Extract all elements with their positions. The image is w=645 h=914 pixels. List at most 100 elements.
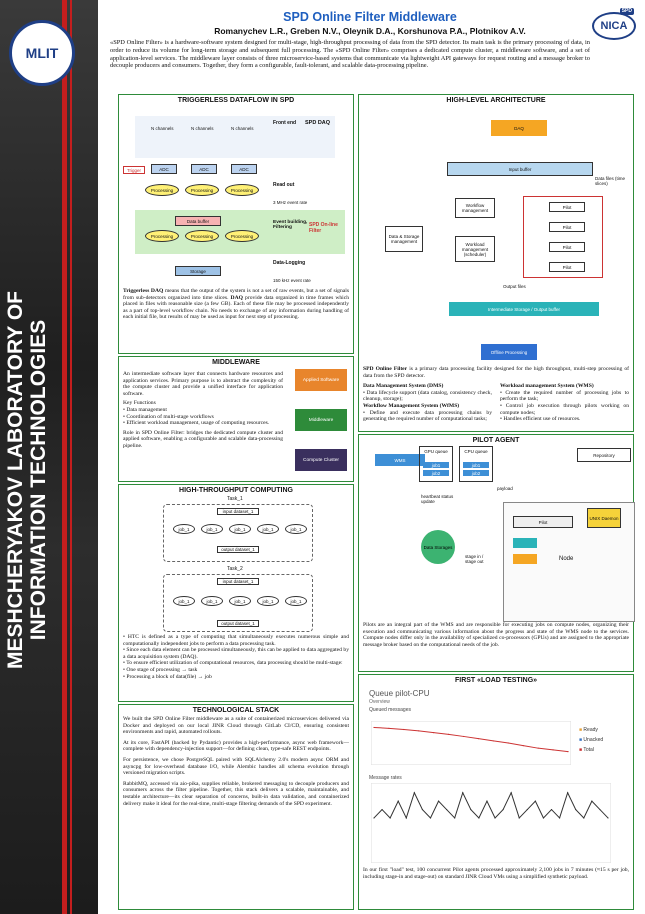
rates-chart (371, 783, 611, 863)
logo-text: MLIT (25, 45, 59, 61)
input-buffer: Input buffer (447, 162, 593, 176)
data-point (518, 817, 520, 819)
chart-bg (371, 783, 611, 863)
data-point (542, 817, 545, 819)
overview-label: Overview (369, 699, 390, 705)
legend-total-text: Total (583, 747, 594, 753)
tl-text-1: means that the output of the system is n… (123, 288, 349, 301)
adc-box-2: ADC (191, 164, 217, 174)
front-end-label: Front end (273, 120, 297, 126)
legend-ready-text: Ready (583, 727, 598, 733)
data-point (526, 808, 528, 811)
tl-bold-1: Triggerless DAQ (123, 288, 164, 294)
arch-right-col: Workload management System (WMS) • Creat… (500, 383, 629, 423)
legend-unacked: ■ Unacked (579, 737, 604, 743)
mw-role: Role in SPD Online Filter: bridges the d… (123, 429, 283, 449)
adc-box-1: ADC (151, 164, 177, 174)
readout-label: Read out (273, 182, 295, 188)
event-building-label: Event building, Filtering (273, 220, 308, 230)
task2-job-4: job_1 (257, 596, 279, 606)
spd-daq-label: SPD DAQ (305, 120, 331, 126)
htc-section: HIGH-THROUGHPUT COMPUTING Task_1 input d… (118, 484, 354, 702)
pilot-section: PILOT AGENT WMS GPU queue CPU queue job1… (358, 434, 635, 672)
tl-bold-2: DAQ (230, 294, 243, 301)
workflow-mgmt: Workflow management (455, 198, 495, 218)
rate-1: 3 MHz event rate (273, 200, 308, 205)
task1-job-4: job_1 (257, 524, 279, 534)
poster-title: SPD Online Filter Middleware (283, 10, 457, 24)
data-point (567, 792, 569, 794)
repository-box: Repository (577, 448, 631, 462)
cpu-job2: job2 (463, 470, 489, 476)
data-storages: Data Storages (421, 530, 455, 564)
task1-job-2: job_1 (201, 524, 223, 534)
red-stripe-thin (70, 0, 72, 914)
cpu-job1: job1 (463, 462, 489, 468)
data-point (494, 817, 496, 819)
task1-frame (163, 504, 313, 562)
mw-f3: • Efficient workload management, usage o… (123, 420, 270, 427)
intermediate-storage: Intermediate Storage / Output buffer (449, 302, 599, 316)
data-point (373, 817, 375, 819)
pilot-diagram: WMS GPU queue CPU queue job1 job2 job1 j… (363, 446, 635, 622)
data-point (403, 728, 405, 731)
workload-mgmt: Workload management (scheduler) (455, 236, 495, 262)
compute-cluster-box: Compute Cluster (295, 449, 347, 471)
htc-b2: • Since each data element can be process… (123, 647, 349, 660)
daq-box: DAQ (491, 120, 547, 136)
data-point (583, 817, 585, 819)
ts-p3: For persistence, we chose PostgreSQL pai… (123, 756, 349, 777)
vertical-title: MESHCHERYAKOV LABORATORY OF INFORMATION … (4, 290, 50, 670)
processing-6: Processing (225, 230, 259, 242)
pilot-2: Pilot (549, 222, 585, 232)
data-point (558, 817, 561, 819)
spd-tag: SPD (619, 8, 634, 15)
mw-intro: An intermediate software layer that conn… (123, 371, 283, 397)
data-storage-mgmt: Data & Storage management (385, 226, 423, 252)
task2-job-3: job_1 (229, 596, 251, 606)
task2-job-2: job_1 (201, 596, 223, 606)
wms-title: Workload management System (WMS) (500, 383, 594, 390)
online-filter-label: SPD On-line Filter (309, 222, 338, 234)
red-stripe (62, 0, 67, 914)
node-label: Node (559, 556, 574, 562)
ts-p2: At its core, FastAPI (backed by Pydantic… (123, 739, 349, 753)
unix-daemon: UNIX Daemon (587, 508, 621, 528)
data-point (534, 800, 536, 802)
task1-job-3: job_1 (229, 524, 251, 534)
arch-desc: SPD Online Filter is a primary data proc… (363, 366, 629, 379)
middleware-box: Middleware (295, 409, 347, 431)
task1-input: input dataset_1 (217, 508, 259, 515)
triggerless-title: TRIGGERLESS DATAFLOW IN SPD (177, 97, 295, 104)
load-section: FIRST «LOAD TESTING» Queue pilot-CPU Ove… (358, 674, 634, 910)
data-point (405, 817, 407, 819)
middleware-title: MIDDLEWARE (212, 359, 260, 366)
htc-b1: • HTC is defined as a type of computing … (123, 634, 349, 647)
data-point (437, 800, 440, 802)
pilots-frame (523, 196, 603, 278)
offline-processing: Offline Processing (481, 344, 537, 360)
cpu-box (513, 554, 537, 564)
task2-input: input dataset_1 (217, 578, 259, 585)
wms-box: WMS (375, 454, 425, 466)
ts-p1: We built the SPD Online Filter middlewar… (123, 716, 349, 736)
mw-key-functions: Key Functions (123, 400, 156, 407)
data-point (522, 744, 524, 747)
processing-1: Processing (145, 184, 179, 196)
processing-3: Processing (225, 184, 259, 196)
task1-output: output dataset_1 (217, 546, 259, 553)
techstack-section: TECHNOLOGICAL STACK We built the SPD Onl… (118, 704, 354, 910)
data-point (477, 738, 480, 740)
htc-b4: • One stage of processing → task (123, 666, 198, 673)
data-point (478, 817, 480, 819)
wms-3: • Handles efficient use of resources. (500, 416, 581, 423)
data-point (575, 808, 577, 811)
pilot-title: PILOT AGENT (472, 437, 520, 444)
architecture-section: HIGH-LEVEL ARCHITECTURE DAQ Input buffer… (358, 94, 634, 432)
legend-unacked-text: Unacked (583, 737, 604, 743)
task2-job-5: job_1 (285, 596, 307, 606)
triggerless-text: Triggerless DAQ means that the output of… (123, 288, 349, 321)
gpu-queue: GPU queue (419, 446, 453, 482)
data-point (552, 749, 554, 751)
data-point (418, 730, 420, 732)
